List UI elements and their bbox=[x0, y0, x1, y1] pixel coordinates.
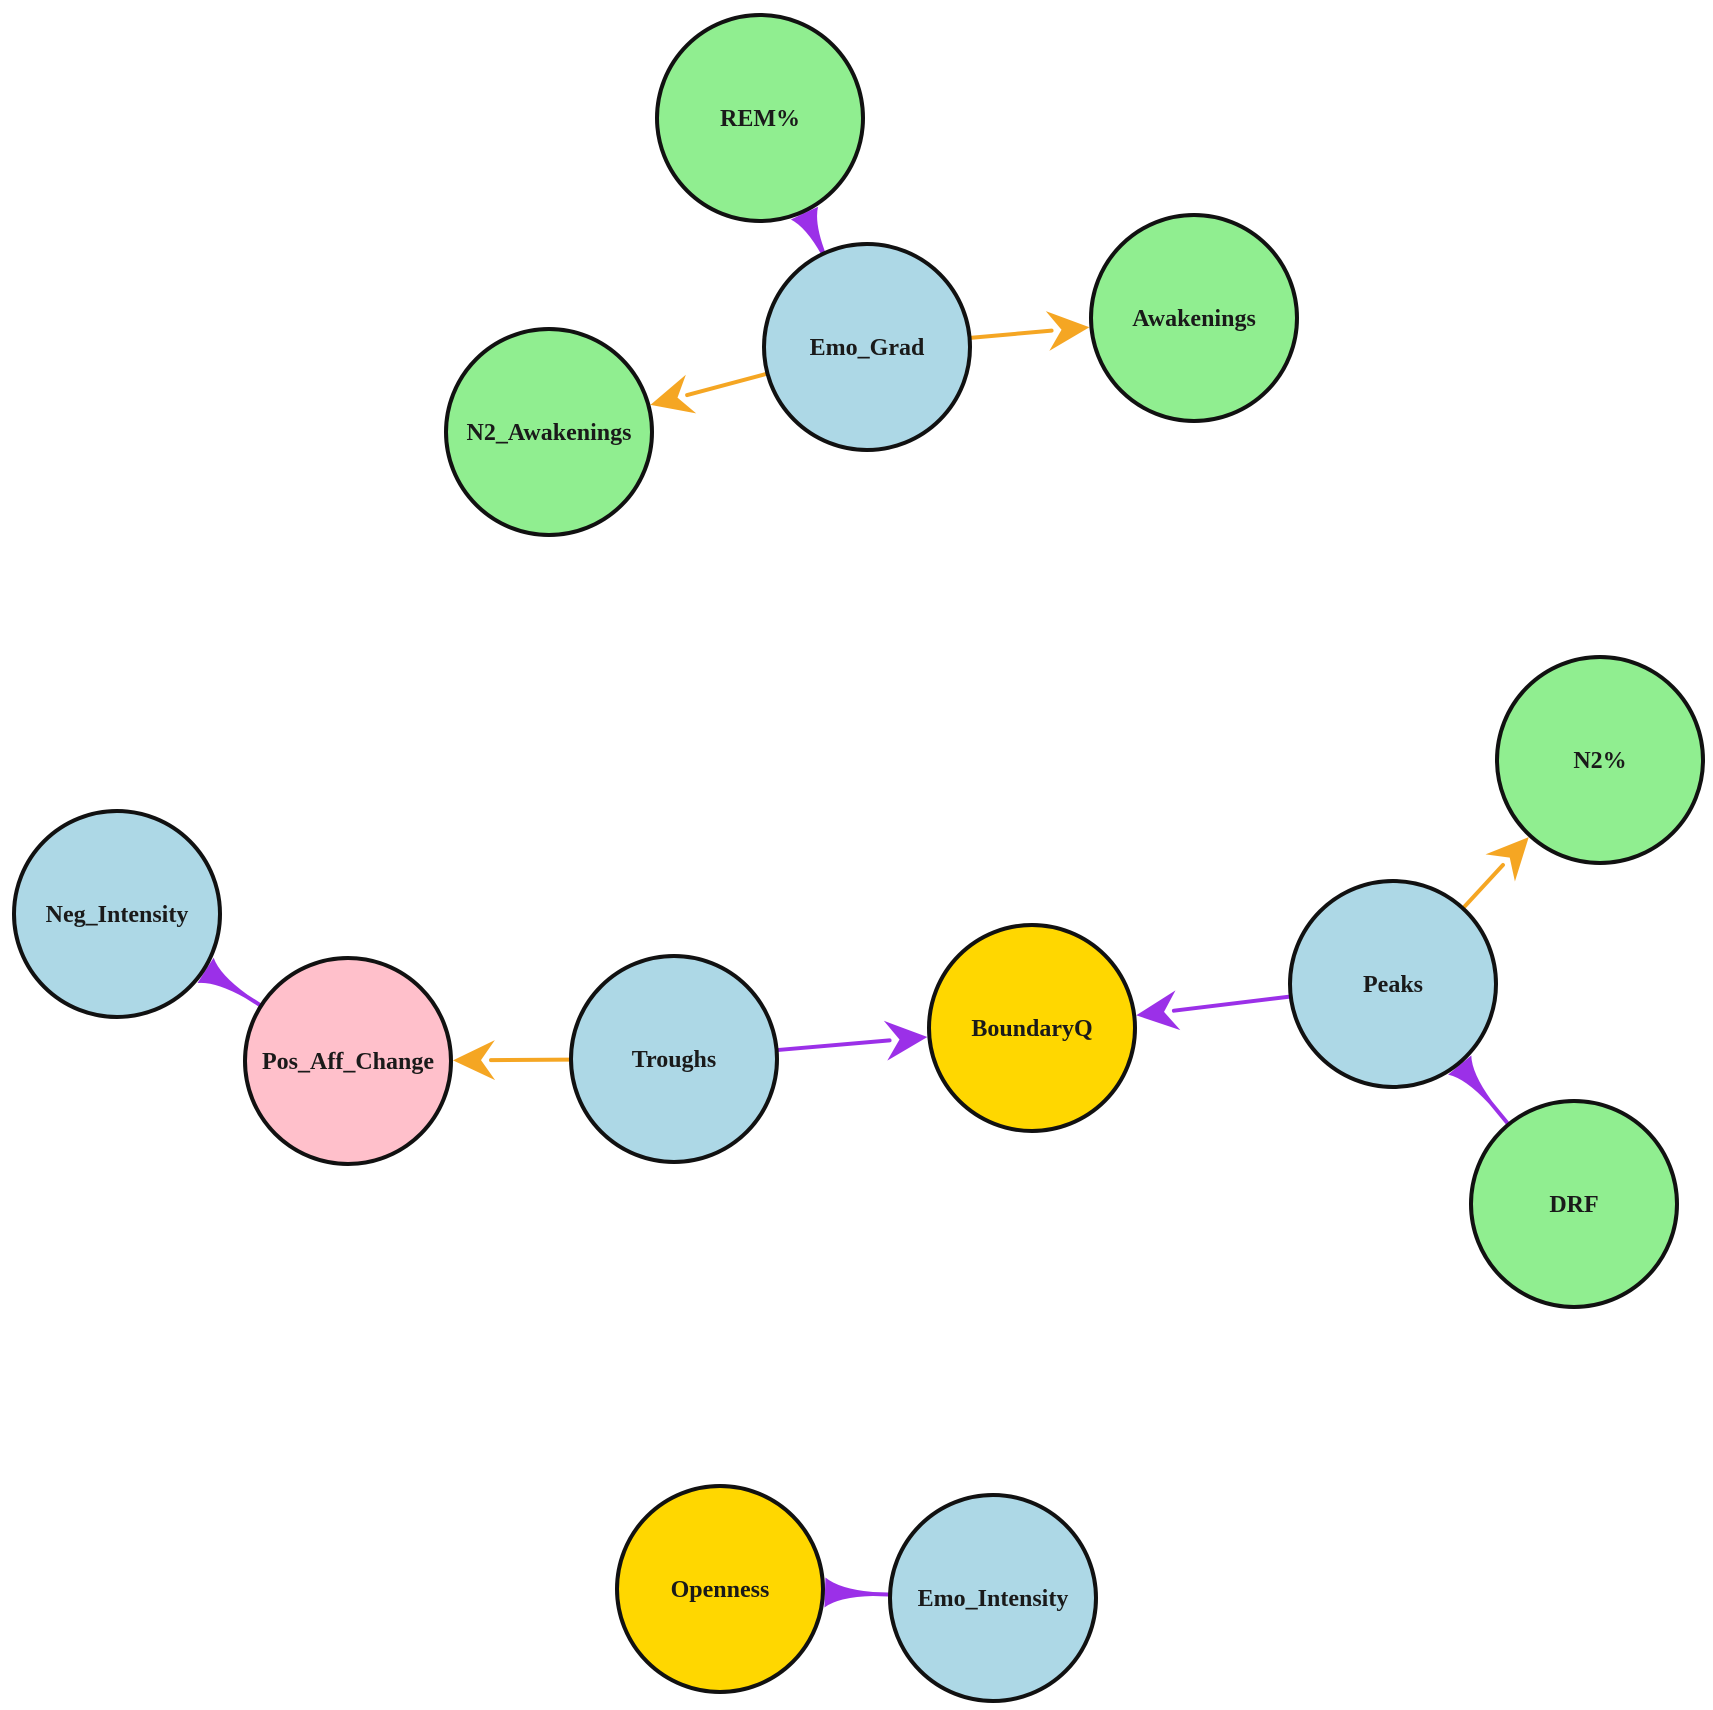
node-circle bbox=[615, 1484, 825, 1694]
node-label: Emo_Grad bbox=[810, 335, 925, 361]
node-label: Peaks bbox=[1363, 972, 1423, 998]
edge-line bbox=[244, 994, 262, 1007]
edges-layer bbox=[197, 206, 1529, 1608]
node-n2-awakenings[interactable]: N2_Awakenings bbox=[444, 327, 654, 537]
tee-head-icon bbox=[824, 1577, 873, 1608]
edge-line bbox=[1488, 1100, 1510, 1125]
node-neg-intensity[interactable]: Neg_Intensity bbox=[12, 809, 222, 1019]
tee-head-icon bbox=[197, 957, 248, 998]
node-circle bbox=[12, 809, 222, 1019]
node-emo-intensity[interactable]: Emo_Intensity bbox=[888, 1493, 1098, 1703]
node-peaks[interactable]: Peaks bbox=[1288, 879, 1498, 1089]
node-awakenings[interactable]: Awakenings bbox=[1089, 213, 1299, 423]
node-circle bbox=[1469, 1099, 1679, 1309]
edge-line bbox=[685, 372, 768, 398]
node-circle bbox=[1495, 655, 1705, 865]
node-drf[interactable]: DRF bbox=[1469, 1099, 1679, 1309]
node-circle bbox=[243, 956, 453, 1166]
edge-line bbox=[776, 1038, 892, 1052]
node-circle bbox=[1089, 213, 1299, 423]
node-circle bbox=[444, 327, 654, 537]
edge-line bbox=[969, 328, 1054, 340]
tee-head-icon bbox=[790, 206, 827, 258]
arrowhead-icon bbox=[452, 1040, 496, 1081]
edge-peaks-to-boundaryq bbox=[1136, 990, 1291, 1031]
node-emo-grad[interactable]: Emo_Grad bbox=[762, 242, 972, 452]
edge-emo_grad-to-awakenings bbox=[969, 311, 1090, 351]
tee-head-icon bbox=[1448, 1055, 1492, 1104]
node-circle bbox=[927, 923, 1137, 1133]
node-label: Troughs bbox=[632, 1047, 716, 1073]
node-label: Neg_Intensity bbox=[46, 902, 189, 928]
edge-troughs-to-pos_aff_change bbox=[452, 1040, 572, 1081]
edge-troughs-to-boundaryq bbox=[776, 1020, 928, 1061]
edge-emo_grad-to-n2_awakenings bbox=[650, 372, 768, 414]
node-rem[interactable]: REM% bbox=[655, 13, 865, 223]
arrowhead-icon bbox=[1136, 990, 1181, 1031]
node-circle bbox=[655, 13, 865, 223]
edge-line bbox=[1171, 994, 1291, 1013]
node-label: Openness bbox=[671, 1577, 770, 1603]
node-n2pct[interactable]: N2% bbox=[1495, 655, 1705, 865]
edge-emo_intensity-to-openness bbox=[824, 1577, 891, 1608]
edge-peaks-to-n2pct bbox=[1462, 837, 1529, 909]
node-label: Pos_Aff_Change bbox=[262, 1049, 434, 1075]
arrowhead-icon bbox=[1045, 311, 1090, 351]
node-pos-aff-change[interactable]: Pos_Aff_Change bbox=[243, 956, 453, 1166]
node-circle bbox=[569, 954, 779, 1164]
node-circle bbox=[1288, 879, 1498, 1089]
node-label: REM% bbox=[720, 106, 800, 132]
node-boundaryq[interactable]: BoundaryQ bbox=[927, 923, 1137, 1133]
arrowhead-icon bbox=[1485, 837, 1529, 882]
node-label: BoundaryQ bbox=[971, 1016, 1092, 1042]
edge-pos_aff_change-to-neg_intensity bbox=[197, 957, 262, 1007]
node-openness[interactable]: Openness bbox=[615, 1484, 825, 1694]
node-label: Awakenings bbox=[1132, 306, 1256, 332]
arrowhead-icon bbox=[883, 1020, 928, 1061]
arrowhead-icon bbox=[650, 374, 697, 414]
node-label: DRF bbox=[1549, 1192, 1598, 1218]
node-label: Emo_Intensity bbox=[918, 1586, 1069, 1612]
node-circle bbox=[888, 1493, 1098, 1703]
node-circle bbox=[762, 242, 972, 452]
edge-drf-to-peaks bbox=[1448, 1055, 1510, 1125]
node-label: N2_Awakenings bbox=[467, 420, 632, 446]
node-label: N2% bbox=[1573, 748, 1626, 774]
edge-line bbox=[1462, 863, 1505, 909]
node-troughs[interactable]: Troughs bbox=[569, 954, 779, 1164]
